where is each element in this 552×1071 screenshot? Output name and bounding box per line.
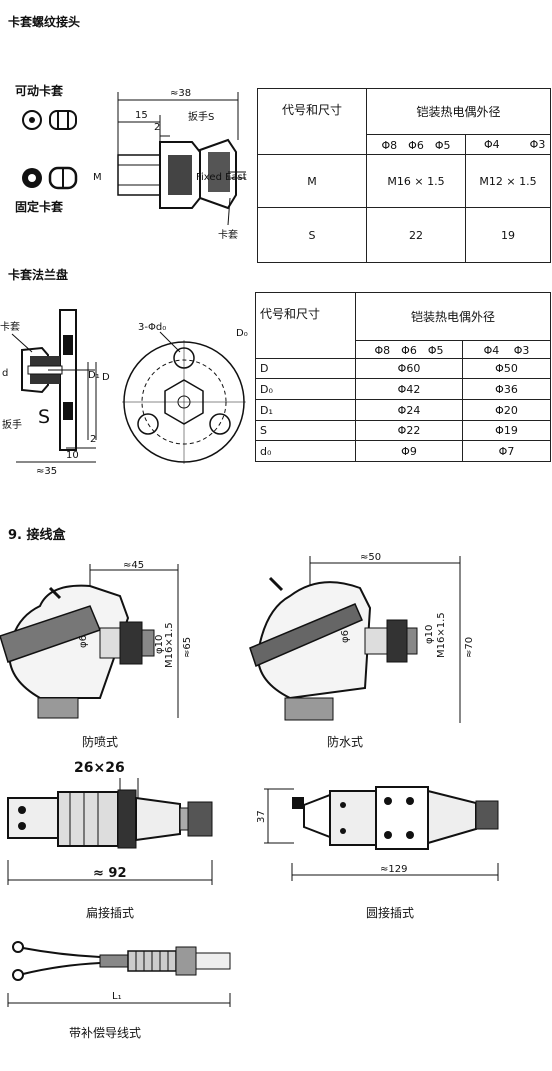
dim-D: D	[102, 372, 110, 383]
fixed-ferrule-label: 固定卡套	[15, 200, 64, 214]
flange-ferrule-callout: 卡套	[0, 320, 20, 333]
ferrule-icons	[22, 110, 78, 190]
flat-plug-caption: 扁接插式	[85, 906, 134, 920]
box2-dim-10: φ10	[424, 625, 435, 644]
dim-m: M	[93, 172, 102, 183]
spray-proof-caption: 防喷式	[81, 735, 118, 749]
compensation-lead-drawing: L₁	[7, 941, 231, 1007]
dim-129: ≈129	[380, 864, 407, 875]
fixed-east-label: Fixed East	[196, 172, 247, 183]
dim-d1: D₁	[88, 370, 100, 381]
round-plug-drawing: 37 ≈129	[256, 786, 499, 881]
dim-s: S	[38, 406, 50, 428]
flange-front-drawing: 3-Φd₀ D₀	[122, 322, 248, 464]
dim-70: ≈70	[464, 637, 475, 658]
dim-37: 37	[256, 810, 267, 823]
compensation-lead-caption: 带补偿导线式	[68, 1026, 141, 1040]
dim-92: ≈ 92	[93, 866, 127, 881]
box2-dim-6: φ6	[340, 630, 351, 643]
table-row: S 22 19	[257, 207, 551, 263]
flange-side-drawing: 卡套 d D₁ D S 扳手 10 2 ≈35	[0, 309, 110, 477]
dim-35: ≈35	[36, 466, 57, 477]
dim-65: ≈65	[182, 637, 193, 658]
section-title-ferrule-thread: 卡套螺纹接头	[8, 15, 81, 29]
round-plug-caption: 圆接插式	[365, 906, 414, 920]
spray-proof-box-drawing: ≈45 φ6 φ10 M16×1.5 ≈65	[0, 560, 193, 719]
dim-spanner: 扳手S	[188, 110, 214, 123]
dim-2: 2	[154, 122, 160, 133]
table-row: M M16 × 1.5 M12 × 1.5	[257, 154, 551, 208]
box1-dim-10: φ10	[154, 635, 165, 654]
dim-flange-2: 2	[90, 434, 96, 445]
ferrule-thread-drawing: ≈38 15 2 扳手S M Fixed East 卡套	[93, 88, 247, 241]
dim-26x26: 26×26	[74, 760, 125, 776]
flat-plug-drawing: 26×26 ≈ 92	[7, 760, 213, 885]
flange-group-b: Φ4 Φ3	[462, 340, 551, 359]
dim-D0: D₀	[236, 328, 248, 339]
table-row: d₀ Φ9 Φ7	[255, 440, 551, 462]
box2-dim-thread: M16×1.5	[436, 612, 447, 658]
section-title-ferrule-flange: 卡套法兰盘	[8, 268, 69, 282]
dim-38: ≈38	[170, 88, 191, 99]
box1-dim-6: φ6	[78, 635, 89, 648]
flange-group-a: Φ8 Φ6 Φ5	[355, 340, 463, 359]
ferrule-flange-table: 代号和尺寸 铠装热电偶外径 Φ8 Φ6 Φ5 Φ4 Φ3 D Φ60 Φ50 D…	[255, 292, 551, 462]
spanner-callout: 扳手	[2, 418, 22, 431]
dim-45: ≈45	[123, 560, 144, 571]
dim-d: d	[2, 368, 8, 379]
table-row: S Φ22 Φ19	[255, 420, 551, 441]
flange-diameter-header: 铠装热电偶外径	[355, 292, 551, 341]
table-row: D₁ Φ24 Φ20	[255, 399, 551, 421]
dim-50: ≈50	[360, 552, 381, 563]
group-a: Φ8 Φ6 Φ5	[366, 134, 466, 155]
table-row: D Φ60 Φ50	[255, 358, 551, 379]
code-header: 代号和尺寸	[257, 88, 367, 155]
diameter-header: 铠装热电偶外径	[366, 88, 551, 135]
dim-l1: L₁	[112, 991, 122, 1002]
dim-holes: 3-Φd₀	[138, 322, 166, 333]
waterproof-box-drawing: ≈50 φ6 φ10 M16×1.5 ≈70	[249, 552, 475, 723]
waterproof-caption: 防水式	[326, 735, 363, 749]
movable-ferrule-label: 可动卡套	[15, 84, 64, 98]
dim-10: 10	[66, 450, 79, 461]
ferrule-callout: 卡套	[218, 228, 238, 241]
dim-15: 15	[135, 110, 148, 121]
table-row: D₀ Φ42 Φ36	[255, 378, 551, 400]
section-title-junction-box: 9. 接线盒	[8, 528, 66, 543]
box1-dim-thread: M16×1.5	[164, 622, 175, 668]
flange-code-header: 代号和尺寸	[255, 292, 356, 359]
